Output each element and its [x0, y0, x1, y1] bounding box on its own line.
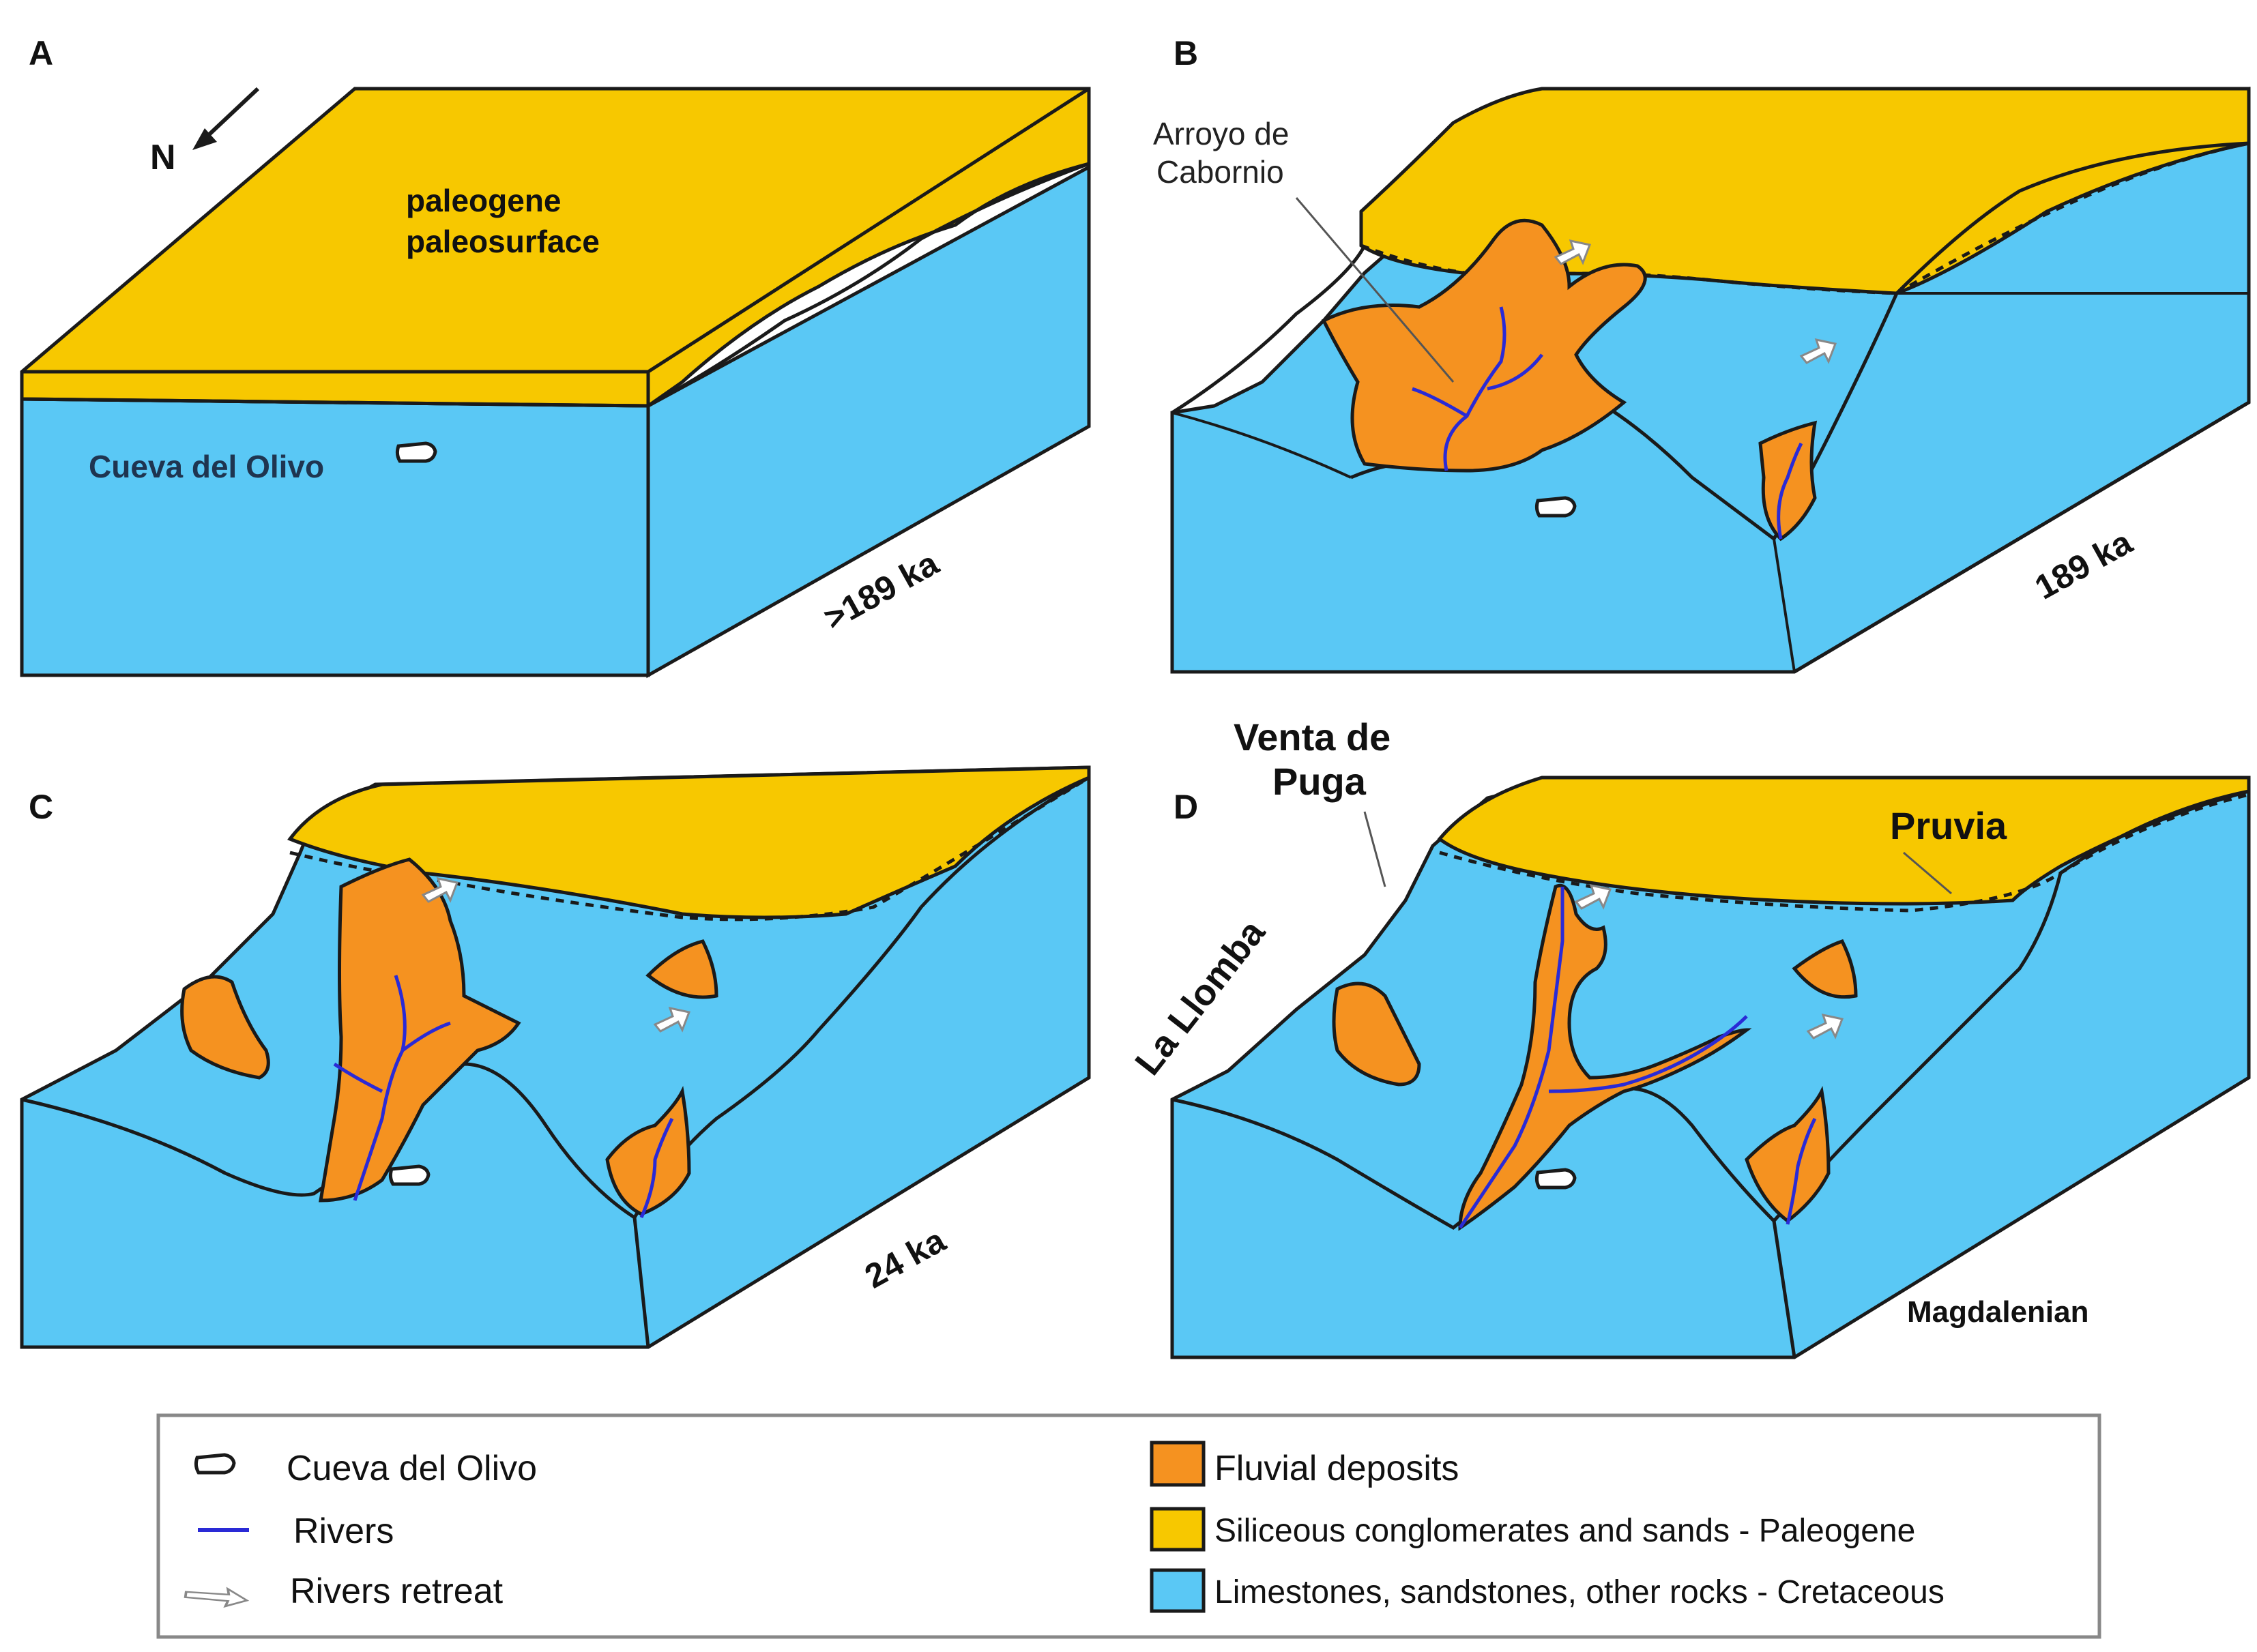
cave-label-a: Cueva del Olivo: [89, 449, 324, 484]
panel-a-letter: A: [29, 34, 53, 72]
north-arrow: [192, 87, 260, 150]
panel-a: A N paleogene paleosurface Cueva del Oli…: [20, 34, 1091, 679]
panel-c: C 24 ka: [20, 765, 1091, 1349]
fluvial-deposit-d2: [1332, 982, 1421, 1087]
river-b2: [1777, 442, 1803, 540]
block-a-side: [646, 164, 1091, 679]
age-label-b: 189 ka: [2028, 522, 2139, 607]
fluvial-deposit-d3: [1792, 939, 1858, 999]
fluvial-deposit-b1: [1321, 218, 1647, 473]
fluvial-deposit-c3: [645, 939, 718, 999]
river-c4: [639, 1117, 674, 1219]
pointer-line-d2: [1903, 851, 1952, 895]
age-label-c: 24 ka: [858, 1220, 952, 1295]
fluvial-deposit-c2: [180, 975, 270, 1080]
legend-cave-label: Cueva del Olivo: [287, 1449, 537, 1488]
legend-retreat-label: Rivers retreat: [290, 1572, 504, 1611]
valley-outline-c: [21, 906, 923, 1220]
valley-outline-d: [1171, 872, 2063, 1230]
legend-box: [156, 1413, 2101, 1639]
edge-a-right: [647, 87, 1090, 374]
river-b1: [1412, 306, 1543, 471]
paleogene-layer-a: [20, 87, 1091, 408]
fluvial-deposit-d1: [1458, 884, 1752, 1231]
valley-edge-d: [1772, 789, 2249, 1358]
paleogene-dashed-d: [1439, 793, 2249, 913]
ridge-b: [1793, 141, 2251, 674]
legend-paleogene-label: Siliceous conglomerates and sands - Pale…: [1214, 1513, 1915, 1549]
river-d4: [1786, 1117, 1817, 1225]
river-c1: [333, 975, 451, 1201]
place-label-b-2: Cabornio: [1156, 154, 1284, 190]
panel-d: D Venta de Puga Pruvia La Llomba Magdale…: [1127, 716, 2251, 1359]
cave-icon-b: [1537, 498, 1575, 516]
paleosurface-label-2: paleosurface: [406, 224, 600, 259]
paleogene-base-a: [21, 162, 1090, 408]
panel-d-letter: D: [1174, 788, 1198, 826]
paleogene-layer-d: [1437, 776, 2251, 906]
pointer-line-b: [1295, 197, 1455, 383]
pointer-line-d1: [1363, 811, 1386, 887]
place-label-d-pruvia: Pruvia: [1890, 804, 2007, 847]
cave-icon-c: [390, 1166, 428, 1184]
legend: Cueva del Olivo Rivers Rivers retreat Fl…: [156, 1413, 2101, 1639]
yellow-swatch: [1150, 1507, 1206, 1552]
cave-icon-a: [397, 443, 435, 461]
river-d1: [1458, 887, 1748, 1229]
legend-fluvial-label: Fluvial deposits: [1214, 1449, 1459, 1488]
cave-icon: [196, 1455, 234, 1473]
blue-swatch: [1150, 1568, 1206, 1613]
cave-icon-d: [1537, 1170, 1575, 1188]
legend-cretaceous-label: Limestones, sandstones, other rocks - Cr…: [1214, 1574, 1945, 1610]
valley-bottom-b: [1171, 292, 2249, 673]
place-label-b-1: Arroyo de: [1153, 116, 1289, 151]
age-label-d: Magdalenian: [1907, 1295, 2089, 1329]
orange-swatch: [1150, 1441, 1206, 1487]
legend-rivers-label: Rivers: [293, 1511, 394, 1551]
fluvial-deposit-d4: [1745, 1086, 1831, 1224]
panel-b: B Arroyo de Cabornio 189 ka: [1153, 34, 2251, 674]
place-label-d-venta-2: Puga: [1272, 760, 1367, 803]
panel-b-letter: B: [1174, 34, 1198, 72]
paleosurface-label-1: paleogene: [406, 183, 562, 218]
retreat-arrow-icon: [184, 1587, 250, 1608]
valley-edge-c: [632, 776, 1090, 1348]
panel-c-letter: C: [29, 788, 53, 826]
north-label: N: [150, 138, 176, 177]
fluvial-deposit-c1: [319, 857, 521, 1203]
place-label-d-venta-1: Venta de: [1234, 716, 1390, 758]
block-a-front: [20, 397, 650, 677]
